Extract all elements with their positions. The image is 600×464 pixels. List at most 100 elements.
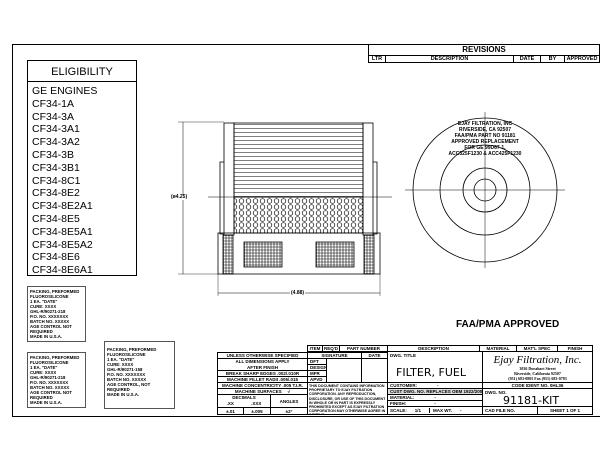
proprietary-notice: THIS DOCUMENT CONTAINS INFORMATION PROPR… — [307, 382, 388, 415]
text-line: PACKING, PREFORMED — [30, 355, 80, 360]
filter-base — [217, 232, 381, 275]
text-line: GHL-R/90271-218 — [30, 309, 66, 314]
text-line: ALL DIMENSIONS APPLY — [235, 359, 290, 364]
text-line: AFTER FINISH — [247, 364, 278, 370]
text-line: CURE: XXXX — [107, 362, 134, 367]
eligibility-item: CF34-8C1 — [32, 174, 81, 187]
text-line: MACHINE SURFACES — [234, 389, 282, 394]
drawing-border — [12, 44, 600, 417]
revisions-header-row: LTR DESCRIPTION DATE BY APPROVED — [369, 55, 599, 63]
text-line: 1/1 — [414, 408, 422, 413]
text-line: FLUOROSILICONE — [30, 294, 69, 299]
marking-line: FOR GE 99D67-1, — [464, 145, 506, 151]
text-line: Riverside, California 92507 — [514, 371, 561, 376]
marking-line: FAA/PMA PART NO 91181 — [454, 133, 516, 139]
text-line: AGE CONTROL NOT REQUIRED — [30, 324, 72, 334]
eligibility-item: CF34-8E2 — [32, 187, 80, 200]
text-line: - — [437, 383, 439, 388]
end-view-marking: EJAY FILTRATION, INC RIVERSIDE, CA 92507… — [430, 121, 540, 157]
hdr-item: ITEM — [307, 345, 323, 352]
pleated-media — [233, 122, 364, 198]
text-line: 3036 Durahart Street — [519, 366, 556, 371]
text-line: AGE CONTROL, NOT REQUIRED — [107, 382, 151, 392]
text-line: √ — [287, 389, 291, 394]
decimals: DECIMALS.XX.XXX — [217, 394, 271, 408]
col-by: BY — [541, 56, 565, 63]
signature-cells — [326, 358, 362, 383]
hdr-part-number: PART NUMBER — [339, 345, 388, 352]
text-line: FLUOROSILICONE — [107, 352, 146, 357]
marking-line: APPROVED REPLACEMENT — [451, 139, 519, 145]
text-line: 1 EA. "DATE" — [30, 299, 58, 304]
hdr-reqd: REQ'D — [322, 345, 340, 352]
tolerance-xx: ±.01 — [217, 407, 244, 415]
diameter-dimension: (ø4.25) — [170, 194, 189, 200]
text-line: 1 EA. "DATE" — [30, 365, 58, 370]
company-name: Ejay Filtration, Inc. — [493, 354, 582, 366]
text-line: PACKING, PREFORMED — [107, 347, 157, 352]
col-ltr: LTR — [369, 56, 386, 63]
text-line: P.O. NO. XXXXXXX — [30, 314, 69, 319]
text-line: GHL-R/90271-158 — [107, 367, 143, 372]
revisions-table: REVISIONS LTR DESCRIPTION DATE BY APPROV… — [368, 44, 600, 63]
eligibility-item: CF34-1A — [32, 97, 75, 110]
text-line: MADE IN U.S.A. — [107, 392, 139, 397]
perforated-core — [233, 196, 364, 234]
dwg-no: 91181-KIT — [503, 394, 560, 407]
eligibility-item: CF34-3A1 — [32, 123, 80, 136]
text-line: PACKING, PREFORMED — [30, 289, 80, 294]
eligibility-item: CF34-8E6 — [32, 251, 80, 264]
text-line: AGE CONTROL NOT REQUIRED — [30, 390, 72, 400]
cad-file-no: CAD FILE NO. — [482, 406, 538, 415]
marking-line: EJAY FILTRATION, INC — [457, 121, 513, 127]
text-line: MATERIAL: — [390, 395, 415, 400]
eligibility-title: ELIGIBILITY — [28, 61, 136, 82]
sheet-number: SHEET 1 OF 1 — [537, 406, 593, 415]
dwg-title: FILTER, FUEL — [396, 366, 466, 379]
text-line: MADE IN U.S.A. — [30, 400, 62, 405]
eligibility-item: CF34-8E6A1 — [32, 264, 93, 277]
text-line: SCALE: — [390, 408, 407, 413]
col-description: DESCRIPTION — [386, 56, 514, 63]
mesh-window — [243, 241, 283, 268]
eligibility-item: CF34-8E2A1 — [32, 200, 93, 213]
text-line: GHL-R/90271-218 — [30, 375, 66, 380]
dwg-no-label: DWG. NO. — [485, 390, 507, 395]
text-line: MADE IN U.S.A. — [30, 334, 62, 339]
faa-pma-approved: FAA/PMA APPROVED — [456, 319, 560, 330]
filter-end-view — [405, 112, 565, 268]
text-line: - — [434, 395, 436, 400]
tolerance-angles: ±2° — [270, 407, 308, 415]
length-dimension: (4.88) — [290, 290, 306, 296]
tolerance-xxx: ±.005 — [243, 407, 271, 415]
text-line: BATCH NO. XXXXX — [30, 385, 70, 390]
text-line: BATCH NO. XXXXX — [30, 319, 70, 324]
eligibility-item: CF34-3A2 — [32, 136, 80, 149]
text-line: MAX WT. — [429, 408, 452, 413]
marking-line: ACC325F1230 & ACC425F1230 — [448, 151, 522, 157]
eligibility-item: GE ENGINES — [32, 85, 98, 97]
company-box: Ejay Filtration, Inc. 3036 Durahart Stre… — [482, 351, 593, 383]
col-approved: APPROVED — [566, 56, 598, 62]
eligibility-box: ELIGIBILITY GE ENGINES CF34-1A CF34-3A C… — [27, 60, 137, 276]
angles: ANGLES — [270, 394, 308, 408]
text-line: BATCH NO. XXXXX — [107, 377, 147, 382]
text-line: P.O. NO. XXXXXXX — [30, 380, 69, 385]
text-line: FLUOROSILICONE — [30, 360, 69, 365]
text-line: (951) 683-0805 Fax (951) 683-0783 — [508, 376, 567, 381]
col-date: DATE — [514, 56, 541, 63]
text-line: .XXX — [251, 400, 262, 406]
text-line: CURE: XXXX — [30, 304, 57, 309]
text-line: DECIMALS — [232, 395, 256, 400]
text-line: P.O. NO. XXXXXXX — [107, 372, 146, 377]
date-cells — [361, 358, 388, 383]
end-cap-left — [223, 122, 235, 236]
text-line: 1 EA. "DATE" — [107, 357, 135, 362]
revisions-title: REVISIONS — [462, 45, 506, 54]
eligibility-item: CF34-3A — [32, 110, 75, 123]
